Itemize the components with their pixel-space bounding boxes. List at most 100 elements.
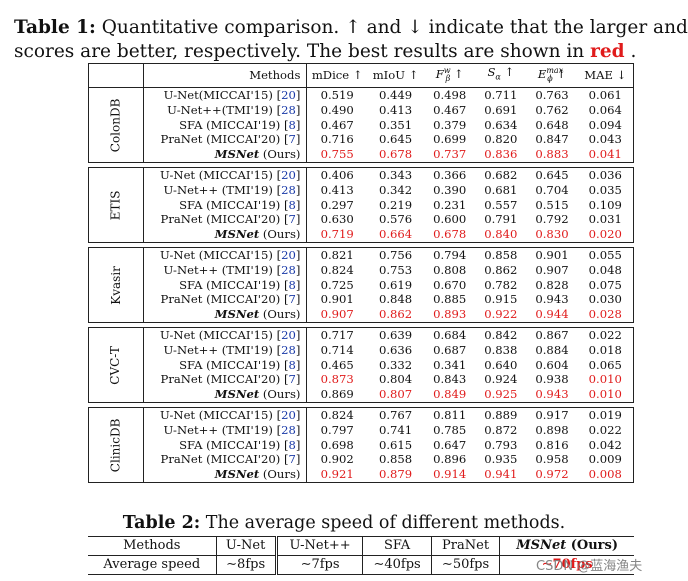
score-cell: 0.010	[577, 372, 634, 388]
citation-link[interactable]: 20	[281, 407, 296, 422]
citation-link[interactable]: 7	[288, 372, 296, 387]
col-miou: mIoU ↑	[366, 63, 425, 88]
dataset-label: ClinicDB	[88, 406, 144, 483]
dataset-label: CVC-T	[88, 326, 144, 403]
score-cell: 0.467	[320, 117, 354, 132]
score-cell: 0.719	[306, 227, 367, 243]
score-cell: 0.639	[378, 327, 413, 342]
col-fw-symbol: F	[435, 66, 444, 81]
score-cell: 0.879	[366, 467, 425, 483]
citation-link[interactable]: 7	[288, 452, 296, 467]
speed-col-unetpp: U-Net++	[276, 536, 364, 556]
citation-link[interactable]: 28	[281, 422, 296, 437]
score-cell: 0.885	[433, 292, 467, 307]
method-name: MSNet (Ours)	[143, 307, 308, 323]
score-cell: 0.094	[577, 117, 634, 133]
method-label: U-Net++ (TMI'19)	[163, 342, 273, 357]
citation-link[interactable]: 28	[281, 182, 296, 197]
method-name: PraNet (MICCAI'20) [7]	[143, 292, 308, 308]
score-cell: 0.907	[535, 262, 569, 277]
score-cell: 0.848	[378, 292, 413, 307]
citation-link[interactable]: 7	[288, 212, 296, 227]
score-cell: 0.944	[526, 307, 578, 323]
col-emax-symbol: E	[537, 66, 547, 81]
citation-link[interactable]: 8	[288, 437, 296, 452]
method-suffix: (Ours)	[259, 307, 301, 322]
table1-caption-text2: scores are better, respectively. The bes…	[14, 41, 591, 62]
speed-msnet: ∼70fps	[499, 555, 634, 575]
score-cell: 0.515	[535, 197, 569, 212]
score-cell: 0.019	[577, 407, 634, 423]
table2-caption-label: Table 2:	[122, 513, 201, 533]
table1-caption: Table 1: Quantitative comparison. ↑ and …	[14, 16, 688, 64]
citation-link[interactable]: 28	[281, 102, 296, 117]
method-label: U-Net (MICCAI'15)	[159, 167, 273, 182]
citation-link[interactable]: 28	[281, 262, 296, 277]
citation-link[interactable]: 8	[288, 357, 296, 372]
citation-link[interactable]: 8	[288, 197, 296, 212]
score-cell: 0.785	[433, 422, 467, 437]
table1-caption-end: .	[624, 41, 637, 62]
score-cell: 0.682	[484, 167, 518, 182]
dataset-name: CVC-T	[108, 345, 123, 385]
score-cell: 0.028	[577, 307, 634, 323]
citation-link[interactable]: 20	[281, 247, 296, 262]
citation-link[interactable]: 7	[288, 292, 296, 307]
score-cell: 0.036	[577, 167, 634, 183]
citation-link[interactable]: 20	[281, 327, 296, 342]
score-cell: 0.828	[535, 277, 569, 292]
speed-msnet-name: MSNet	[516, 538, 567, 553]
citation-link[interactable]: 7	[288, 132, 296, 147]
citation-link[interactable]: 8	[288, 277, 296, 292]
table1-caption-line2: scores are better, respectively. The bes…	[14, 40, 688, 64]
score-cell: 0.737	[424, 147, 476, 163]
citation-link[interactable]: 8	[288, 117, 296, 132]
score-cell: 0.869	[306, 387, 367, 403]
score-cell: 0.634	[484, 117, 518, 132]
score-cell: 0.449	[378, 87, 413, 102]
score-cell: 0.793	[484, 437, 518, 452]
score-cell: 0.341	[433, 357, 467, 372]
score-cell: 0.600	[433, 212, 467, 227]
score-cell: 0.811	[433, 407, 467, 422]
score-cell: 0.664	[366, 227, 425, 243]
score-cell: 0.889	[484, 407, 518, 422]
citation-link[interactable]: 20	[281, 167, 296, 182]
score-cell: 0.943	[535, 292, 569, 307]
score-cell: 0.820	[484, 132, 518, 147]
method-suffix: (Ours)	[259, 147, 301, 162]
method-suffix: (Ours)	[259, 227, 301, 242]
score-cell: 0.716	[320, 132, 354, 147]
method-label: SFA (MICCAI'19)	[179, 117, 281, 132]
score-cell: 0.842	[484, 327, 518, 342]
score-cell: 0.797	[320, 422, 354, 437]
dataset-name: ColonDB	[108, 98, 123, 152]
score-cell: 0.413	[378, 102, 413, 117]
method-name: MSNet (Ours)	[143, 227, 308, 243]
speed-row-label: Average speed	[88, 555, 217, 575]
method-name: PraNet (MICCAI'20) [7]	[143, 212, 308, 228]
score-cell: 0.914	[424, 467, 476, 483]
score-cell: 0.935	[484, 452, 518, 467]
score-cell: 0.640	[484, 357, 518, 372]
method-label: MSNet	[214, 147, 260, 162]
citation-link[interactable]: 28	[281, 342, 296, 357]
speed-table: Methods U-Net U-Net++ SFA PraNet MSNet (…	[88, 536, 634, 575]
dataset-header-cell	[88, 63, 144, 88]
score-cell: 0.924	[484, 372, 518, 387]
dataset-name: Kvasir	[108, 265, 123, 305]
method-label: SFA (MICCAI'19)	[179, 357, 281, 372]
citation-link[interactable]: 20	[281, 87, 296, 102]
dataset-label: ETIS	[88, 166, 144, 243]
